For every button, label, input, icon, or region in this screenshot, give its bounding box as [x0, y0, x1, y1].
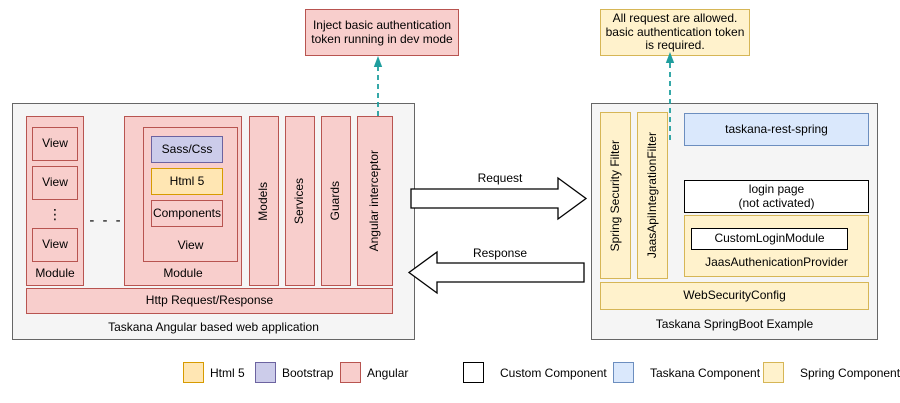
- right-panel-caption: Taskana SpringBoot Example: [655, 317, 814, 332]
- left-callout-text: Inject basic authentication token runnin…: [311, 17, 453, 46]
- view-label: View: [42, 237, 68, 252]
- legend-item-angular: Angular: [340, 362, 408, 383]
- right-callout-text: All request are allowed. basic authentic…: [605, 10, 745, 53]
- legend-swatch-angular: [340, 362, 361, 383]
- jaas-api-integration-filter: JaasApiIntegrationFilter: [637, 112, 668, 279]
- modules-continuation-dashes: - - -: [89, 211, 123, 229]
- right-callout-box: All request are allowed. basic authentic…: [600, 9, 750, 56]
- legend-label-taskana-component: Taskana Component: [650, 365, 761, 380]
- column-guards: Guards: [321, 116, 351, 286]
- request-arrow-label: Request: [477, 171, 523, 186]
- jaas-authentication-provider-label: JaasAuthenicationProvider: [705, 255, 848, 270]
- legend-item-taskana-component: Taskana Component: [613, 362, 760, 383]
- left-panel-caption: Taskana Angular based web application: [108, 320, 319, 335]
- legend-label-html5: Html 5: [210, 365, 245, 380]
- column-models: Models: [249, 116, 279, 286]
- components-box: Components: [151, 200, 223, 227]
- legend-swatch-html5: [183, 362, 204, 383]
- legend-label-bootstrap: Bootstrap: [282, 365, 334, 380]
- legend-item-custom-component: Custom Component: [463, 362, 607, 383]
- module-a-view-3: View: [32, 228, 78, 262]
- module-b-label: Module: [163, 266, 203, 281]
- response-arrow-label: Response: [472, 246, 528, 261]
- legend-item-spring-component: Spring Component: [763, 362, 900, 383]
- custom-login-module-box: CustomLoginModule: [691, 228, 848, 250]
- legend-swatch-bootstrap: [255, 362, 276, 383]
- legend-label-angular: Angular: [367, 365, 409, 380]
- module-a-view-2: View: [32, 166, 78, 200]
- module-b-view-label: View: [177, 238, 204, 253]
- column-services: Services: [285, 116, 315, 286]
- legend-swatch-taskana-component: [613, 362, 634, 383]
- view-label: View: [42, 136, 68, 151]
- html5-box: Html 5: [151, 168, 223, 195]
- legend-item-bootstrap: Bootstrap: [255, 362, 333, 383]
- view-label: View: [42, 175, 68, 190]
- taskana-rest-spring-box: taskana-rest-spring: [684, 113, 869, 146]
- http-request-response-bar: Http Request/Response: [26, 288, 393, 314]
- module-a-view-1: View: [32, 127, 78, 161]
- module-a-label: Module: [35, 266, 75, 281]
- legend-label-spring-component: Spring Component: [800, 365, 900, 380]
- module-a-ellipsis: ⋮: [48, 206, 62, 222]
- spring-security-filter: Spring Security Filter: [600, 112, 631, 279]
- left-callout-box: Inject basic authentication token runnin…: [305, 9, 459, 56]
- legend-label-custom-component: Custom Component: [500, 365, 607, 380]
- web-security-config-box: WebSecurityConfig: [600, 282, 869, 310]
- legend-swatch-custom-component: [463, 362, 484, 383]
- login-page-line-1: login page: [748, 181, 805, 196]
- legend-swatch-spring-component: [763, 362, 784, 383]
- sass-css-box: Sass/Css: [151, 136, 223, 163]
- column-angular-interceptor: Angular interceptor: [357, 116, 393, 286]
- legend-item-html5: Html 5: [183, 362, 245, 383]
- login-page-box: login page (not activated): [684, 180, 869, 213]
- login-page-line-2: (not activated): [738, 195, 815, 210]
